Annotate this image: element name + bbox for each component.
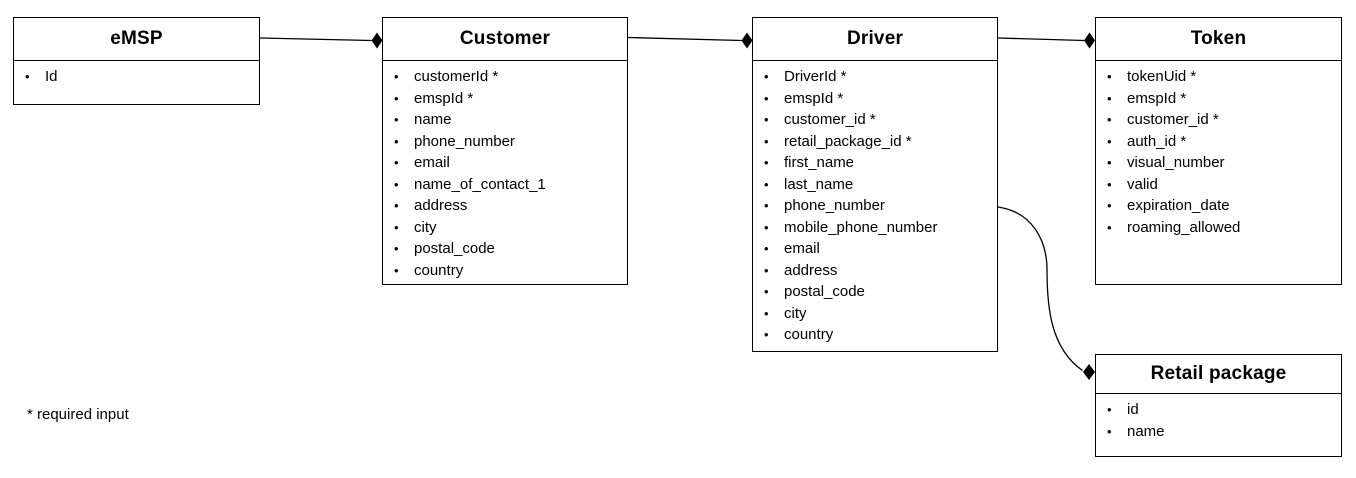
- diamond-marker: [741, 32, 753, 49]
- relationship-driver-token: [997, 32, 1095, 49]
- entity-driver-fields: DriverId * emspId * customer_id * retail…: [753, 61, 997, 346]
- field: emspId *: [753, 88, 997, 110]
- field: country: [383, 260, 627, 282]
- field: customer_id *: [1096, 109, 1341, 131]
- entity-emsp-title: eMSP: [14, 18, 259, 61]
- field: auth_id *: [1096, 131, 1341, 153]
- field: tokenUid *: [1096, 66, 1341, 88]
- diamond-marker: [1084, 32, 1095, 49]
- entity-customer-title: Customer: [383, 18, 627, 61]
- field: name: [383, 109, 627, 131]
- entity-retail-package: Retail package id name: [1095, 354, 1342, 457]
- field: roaming_allowed: [1096, 217, 1341, 239]
- field: postal_code: [383, 238, 627, 260]
- field: id: [1096, 399, 1341, 421]
- field: city: [383, 217, 627, 239]
- entity-customer-fields: customerId * emspId * name phone_number …: [383, 61, 627, 281]
- field: customer_id *: [753, 109, 997, 131]
- field: first_name: [753, 152, 997, 174]
- relationship-customer-driver: [627, 32, 753, 49]
- entity-emsp: eMSP Id: [13, 17, 260, 105]
- entity-customer: Customer customerId * emspId * name phon…: [382, 17, 628, 285]
- entity-driver-title: Driver: [753, 18, 997, 61]
- field: emspId *: [383, 88, 627, 110]
- field: postal_code: [753, 281, 997, 303]
- field: city: [753, 303, 997, 325]
- field: emspId *: [1096, 88, 1341, 110]
- field: email: [753, 238, 997, 260]
- field: address: [753, 260, 997, 282]
- entity-emsp-fields: Id: [14, 61, 259, 88]
- relationship-driver-retail-package: [997, 206, 1095, 380]
- field: phone_number: [753, 195, 997, 217]
- diamond-marker: [1083, 364, 1095, 380]
- field: Id: [14, 66, 259, 88]
- entity-driver: Driver DriverId * emspId * customer_id *…: [752, 17, 998, 352]
- entity-retail-package-fields: id name: [1096, 394, 1341, 442]
- entity-token: Token tokenUid * emspId * customer_id * …: [1095, 17, 1342, 285]
- field: email: [383, 152, 627, 174]
- field: mobile_phone_number: [753, 217, 997, 239]
- field: last_name: [753, 174, 997, 196]
- field: visual_number: [1096, 152, 1341, 174]
- field: name_of_contact_1: [383, 174, 627, 196]
- entity-retail-package-title: Retail package: [1096, 355, 1341, 394]
- diamond-marker: [371, 32, 383, 49]
- field: expiration_date: [1096, 195, 1341, 217]
- field: phone_number: [383, 131, 627, 153]
- field: customerId *: [383, 66, 627, 88]
- field: DriverId *: [753, 66, 997, 88]
- required-input-note: * required input: [27, 406, 129, 423]
- field: country: [753, 324, 997, 346]
- field: retail_package_id *: [753, 131, 997, 153]
- field: valid: [1096, 174, 1341, 196]
- entity-token-title: Token: [1096, 18, 1341, 61]
- entity-token-fields: tokenUid * emspId * customer_id * auth_i…: [1096, 61, 1341, 238]
- field: name: [1096, 421, 1341, 443]
- relationship-emsp-customer: [259, 32, 383, 49]
- field: address: [383, 195, 627, 217]
